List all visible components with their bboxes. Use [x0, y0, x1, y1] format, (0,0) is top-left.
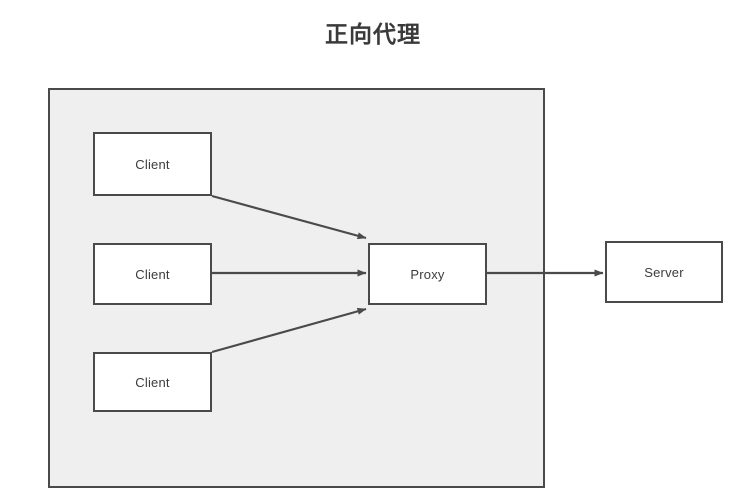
- diagram-canvas: 正向代理 Client Client Client Proxy Server: [48, 21, 723, 488]
- node-label: Client: [135, 374, 170, 390]
- page-title: 正向代理: [325, 21, 421, 47]
- node-client-3[interactable]: Client: [93, 352, 212, 412]
- node-label: Client: [135, 156, 170, 172]
- node-label: Server: [644, 264, 684, 280]
- node-server[interactable]: Server: [605, 241, 723, 303]
- node-label: Proxy: [410, 266, 445, 282]
- node-proxy[interactable]: Proxy: [368, 243, 487, 305]
- node-label: Client: [135, 266, 170, 282]
- node-client-1[interactable]: Client: [93, 132, 212, 196]
- node-client-2[interactable]: Client: [93, 243, 212, 305]
